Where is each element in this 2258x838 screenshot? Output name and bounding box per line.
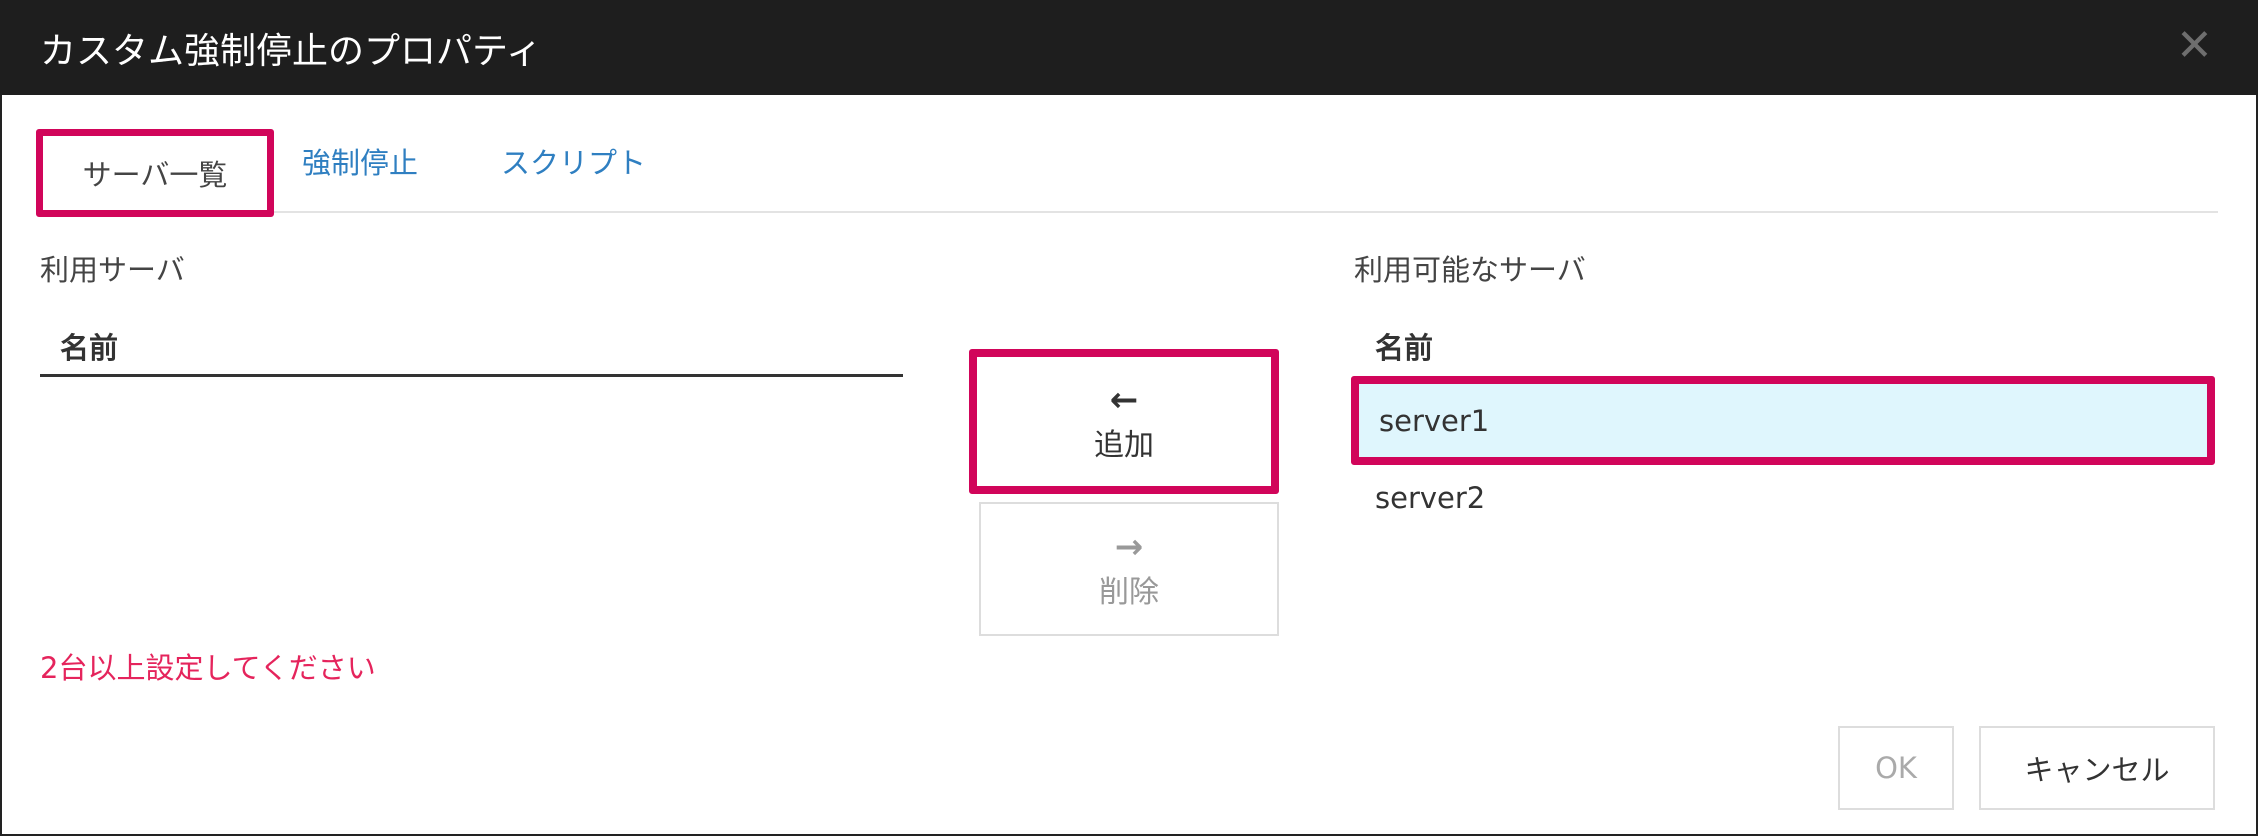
close-icon[interactable]: ✕ <box>2176 20 2213 71</box>
available-servers-name-header[interactable]: 名前 <box>1375 331 1434 365</box>
dialog-body <box>0 95 2258 836</box>
add-label: 追加 <box>1094 427 1154 463</box>
arrow-right-icon: → <box>1114 527 1144 567</box>
remove-button[interactable]: → 削除 <box>979 502 1279 636</box>
list-item-server2[interactable]: server2 <box>1375 481 1486 515</box>
dialog-title: カスタム強制停止のプロパティ <box>40 31 542 72</box>
list-item-server1[interactable]: server1 <box>1351 376 2215 465</box>
server-name: server1 <box>1379 403 1490 438</box>
used-servers-header-divider <box>40 374 903 377</box>
arrow-left-icon: ← <box>1109 379 1139 420</box>
tab-server-list[interactable]: サーバ一覧 <box>36 129 274 217</box>
dialog-title-bar: カスタム強制停止のプロパティ ✕ <box>0 0 2258 95</box>
used-servers-name-header[interactable]: 名前 <box>60 331 119 365</box>
error-message: 2台以上設定してください <box>40 651 376 685</box>
cancel-button[interactable]: キャンセル <box>1979 726 2215 810</box>
tab-divider <box>274 211 2218 213</box>
tab-script[interactable]: スクリプト <box>501 146 647 180</box>
tab-forced-stop[interactable]: 強制停止 <box>302 146 419 180</box>
used-servers-label: 利用サーバ <box>40 253 185 287</box>
add-button[interactable]: ← 追加 <box>969 349 1279 494</box>
available-servers-label: 利用可能なサーバ <box>1354 253 1586 287</box>
ok-button[interactable]: OK <box>1838 726 1954 810</box>
remove-label: 削除 <box>1099 575 1159 610</box>
